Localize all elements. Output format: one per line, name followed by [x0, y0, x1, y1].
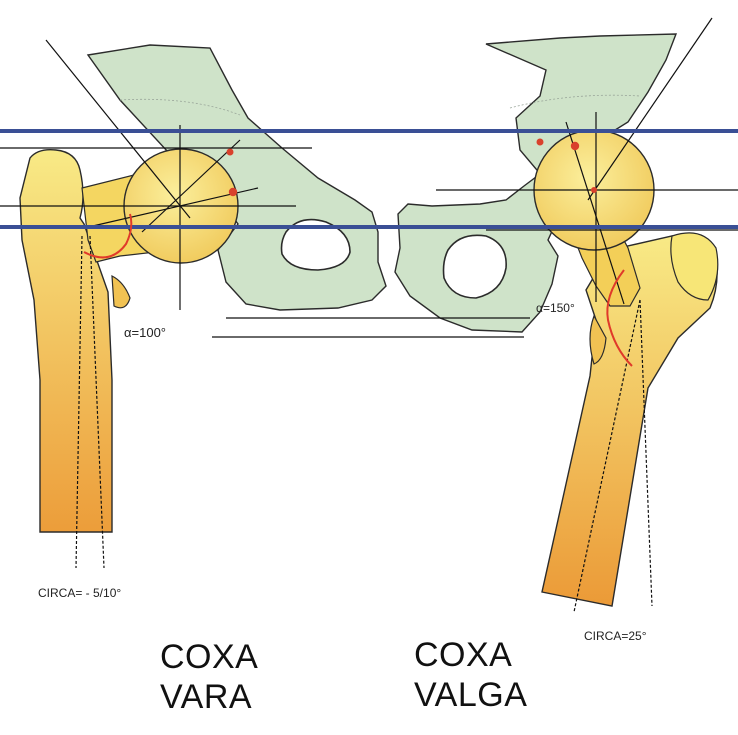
left-pelvis-inner-dots	[119, 98, 241, 116]
left-marker-upper	[226, 148, 234, 156]
coxa-vara-title-line2: VARA	[160, 678, 253, 716]
right-obturator-foramen	[442, 234, 507, 299]
right-marker-right	[570, 141, 580, 151]
left-neck-axis	[83, 187, 259, 229]
left-lesser-trochanter	[111, 274, 131, 309]
right-marker-center	[591, 187, 597, 193]
right-neck-axis	[565, 121, 625, 305]
left-pelvis	[86, 44, 387, 311]
left-shaft-axis-1	[75, 235, 83, 569]
right-angle-arc	[606, 269, 633, 367]
left-obturator-foramen	[280, 218, 351, 271]
vara-circa-label: CIRCA= - 5/10°	[38, 586, 121, 600]
right-guide-lines	[436, 17, 738, 613]
valga-circa-label: CIRCA=25°	[584, 629, 647, 643]
right-diagonal-line	[587, 17, 713, 201]
coxa-valga-title-line2: VALGA	[414, 676, 528, 714]
right-shaft-axis-2	[639, 299, 653, 607]
left-angle-arc	[83, 213, 133, 259]
vara-angle-label: α=100°	[124, 325, 166, 340]
left-head-radius	[141, 139, 241, 233]
right-lesser-trochanter	[589, 314, 607, 365]
right-greater-trochanter	[670, 232, 719, 301]
left-marker-lower	[228, 187, 238, 197]
blue-reference-lines	[0, 129, 738, 229]
right-shaft-axis-1	[573, 299, 641, 613]
right-femur	[533, 129, 719, 607]
red-markers	[226, 138, 597, 197]
valga-angle-label: α=150°	[536, 301, 575, 315]
coxa-valga-title-line1: COXA	[414, 636, 513, 674]
right-marker-left	[536, 138, 544, 146]
left-shaft-axis-2	[89, 235, 105, 569]
right-pelvis-inner-dots	[509, 94, 641, 109]
left-femur-shaft	[19, 148, 113, 533]
angle-arcs	[83, 213, 633, 367]
coxa-vara-title-line1: COXA	[160, 638, 259, 676]
